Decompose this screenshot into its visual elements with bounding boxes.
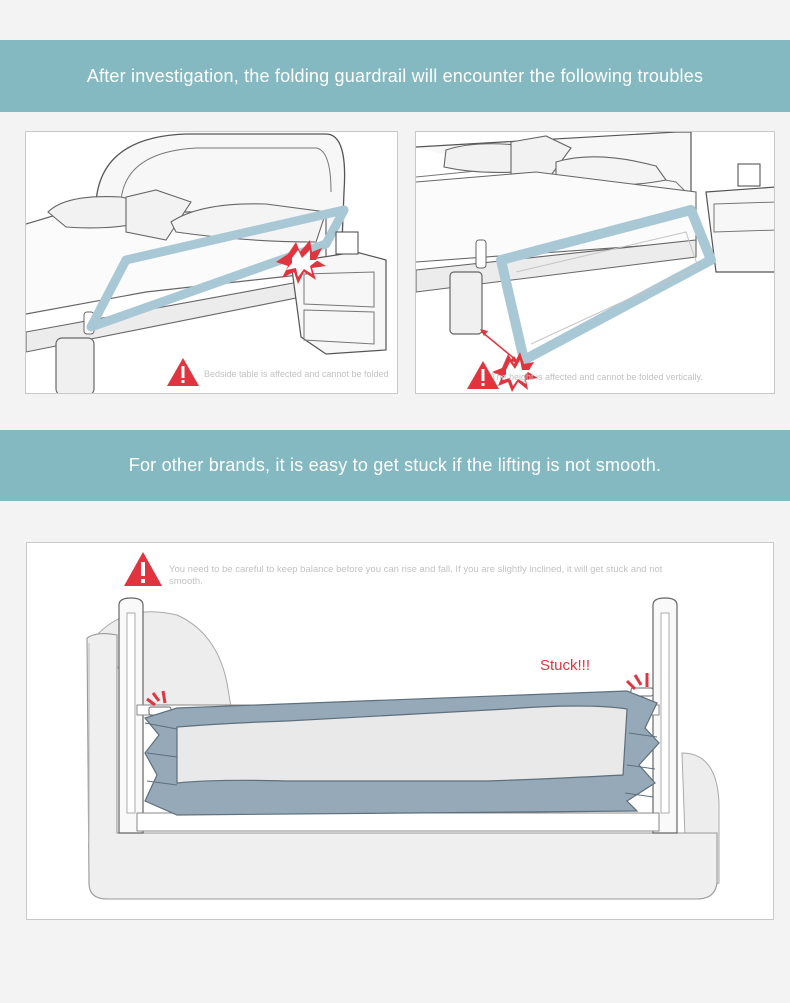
lifting-caption: You need to be careful to keep balance b… (169, 564, 663, 587)
stuck-alert-mark-left (146, 690, 167, 707)
warning-icon (167, 358, 199, 386)
bed-with-high-frame-drawing (416, 132, 774, 392)
stuck-alert-mark-right (625, 673, 649, 691)
other-brands-heading: For other brands, it is easy to get stuc… (128, 455, 662, 475)
other-brands-banner: For other brands, it is easy to get stuc… (0, 430, 790, 501)
troubles-heading: After investigation, the folding guardra… (86, 65, 704, 86)
bed-with-bedside-table-drawing (26, 133, 387, 393)
stuck-label: Stuck!!! (540, 657, 591, 674)
troubles-banner: After investigation, the folding guardra… (0, 40, 790, 112)
height-caption: The height is affected and cannot be fol… (491, 372, 703, 382)
stuck-lifting-illustration: You need to be careful to keep balance b… (26, 542, 774, 920)
height-illustration: The height is affected and cannot be fol… (415, 131, 775, 394)
double-arrow-icon (481, 331, 517, 361)
guardrail-stuck-drawing (86, 597, 720, 900)
bedside-caption: Bedside table is affected and cannot be … (204, 369, 389, 379)
warning-icon (467, 361, 499, 389)
warning-icon (124, 552, 162, 586)
bedside-table-illustration: Bedside table is affected and cannot be … (25, 131, 398, 394)
